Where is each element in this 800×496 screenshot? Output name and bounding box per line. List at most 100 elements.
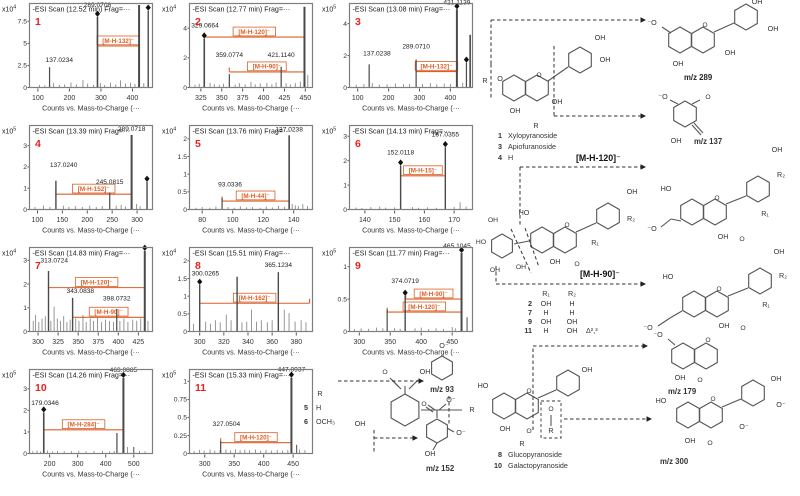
ring [676, 401, 700, 429]
plot-frame [188, 124, 314, 211]
table-num: 11 [524, 326, 532, 335]
table-header: R₂ [568, 289, 576, 298]
legend-header: R [317, 389, 322, 398]
x-axis-caption: Counts vs. Mass-to-Charge (··· [42, 227, 140, 235]
y-tick-label: 0.75 [174, 397, 187, 404]
y-scale-label: x104 [162, 5, 176, 14]
table-cell: OH [541, 317, 552, 326]
x-axis-caption: Counts vs. Mass-to-Charge (··· [202, 227, 300, 235]
loss-label-box [72, 183, 116, 194]
x-tick-label: 300 [414, 95, 426, 102]
mz-label: m/z 152 [426, 464, 455, 473]
y-tick-label: 3 [23, 386, 27, 393]
x-tick-label: 375 [237, 95, 249, 102]
peak-label: 447.0937 [278, 367, 306, 374]
atom-label: OH [425, 449, 436, 458]
ring [390, 393, 420, 427]
compound-number: 5 [195, 138, 201, 150]
atom-label: OH [718, 232, 729, 241]
loss-label: [M-H-90]⁻ [253, 64, 282, 71]
spectrum-panel-1: x10402.557.5[M-H-132]⁻137.0234289.0708-E… [2, 2, 154, 113]
atom-label: OH [595, 33, 606, 42]
x-tick-label: 80 [198, 217, 206, 224]
panel-title: -ESI Scan (14.13 min) Frag=··· [353, 128, 451, 136]
ring [703, 198, 727, 226]
legend-num: 6 [304, 417, 308, 426]
atom-label: OH [550, 257, 561, 266]
peak-label: 137.0238 [275, 126, 303, 133]
x-tick-label: 150 [389, 217, 401, 224]
y-tick-label: 2 [23, 408, 27, 415]
atom-label: OH [420, 367, 431, 376]
noise-peaks [32, 306, 149, 332]
y-tick-label: 2 [23, 281, 27, 288]
ring [426, 418, 448, 444]
y-tick-label: 5 [23, 41, 27, 48]
panel-title: -ESI Scan (14.83 min) Frag=··· [33, 250, 131, 258]
ring [705, 290, 729, 318]
y-scale-label: x104 [162, 127, 176, 136]
loss-label: [M-H-284]⁻ [68, 422, 100, 429]
peak-label: 398.0732 [103, 296, 131, 303]
compound-number: 7 [35, 260, 41, 272]
spectrum-panel-9: x10500.51[M-H-90]⁻[M-H-120]⁻374.0719465.… [322, 243, 474, 357]
x-tick-label: 140 [359, 217, 371, 224]
loss-label: [M-H-162]⁻ [239, 295, 271, 302]
plot-frame [348, 124, 474, 211]
bond-line [669, 99, 679, 105]
legend-num: 3 [498, 142, 502, 151]
x-tick-label: 100 [32, 217, 44, 224]
peak-label: 167.0355 [432, 131, 460, 138]
y-tick-label: 2 [183, 136, 187, 143]
y-tick-label: 2.5 [18, 63, 28, 70]
compound-number: 4 [35, 138, 41, 150]
loss-label: [M-H-90]⁻ [419, 291, 448, 298]
loss-label-box [247, 61, 287, 72]
atom-label: HO [519, 208, 530, 217]
x-tick-label: 400 [100, 461, 112, 468]
ring [515, 392, 539, 420]
atom-label: R [482, 76, 487, 85]
y-tick-label: 0.25 [174, 433, 187, 440]
x-tick-label: 100 [227, 217, 239, 224]
plot-frame [28, 2, 154, 89]
bond-line [446, 427, 455, 433]
cleavage-box [540, 400, 562, 439]
x-axis-caption: Counts vs. Mass-to-Charge (··· [42, 471, 140, 479]
legend-value: Apiofuranoside [508, 142, 556, 151]
arrowhead [640, 113, 646, 119]
atom-label: ⁻O [647, 18, 657, 27]
x-tick-label: 350 [228, 461, 240, 468]
peak-label: 137.0238 [363, 51, 391, 58]
x-tick-label: 400 [127, 95, 139, 102]
legend-value: H [508, 153, 513, 162]
y-tick-label: 1 [343, 264, 347, 271]
panel-title: -ESI Scan (15.33 min) Frag=··· [193, 372, 291, 380]
table-num: 9 [528, 317, 532, 326]
x-tick-label: 320 [218, 339, 230, 346]
loss-label: [M-H-120]⁻ [81, 279, 113, 286]
compound-number: 2 [195, 16, 201, 28]
atom-label: R [469, 405, 474, 414]
x-tick-label: 450 [299, 95, 311, 102]
atom-label: O⁻ [456, 428, 466, 437]
legend-value: OCH₃ [316, 417, 335, 426]
atom-label: O [739, 236, 744, 243]
bond-line [425, 406, 434, 413]
x-tick-label: 380 [290, 339, 302, 346]
loss-annotations: [M-H-120]⁻[M-H-90]⁻ [47, 277, 146, 318]
arrowhead [642, 343, 648, 349]
compound-number: 6 [355, 138, 361, 150]
x-tick-label: 100 [32, 95, 44, 102]
